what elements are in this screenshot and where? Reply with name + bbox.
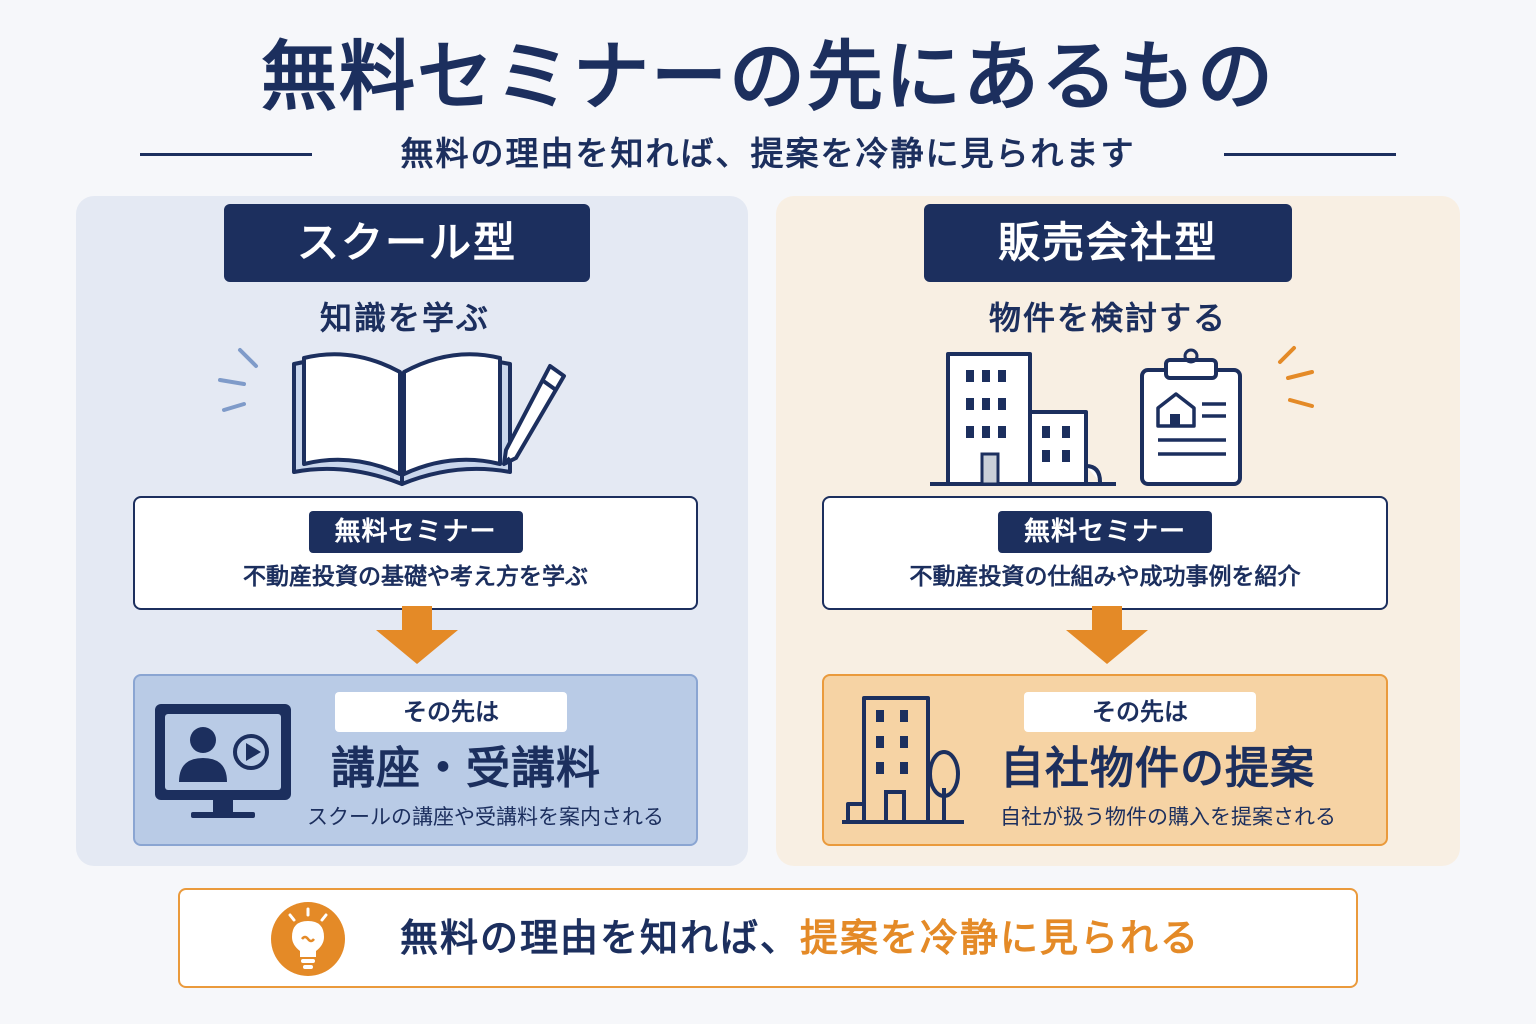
buildings-clipboard-icon bbox=[930, 346, 1314, 486]
sales-company-title: 販売会社型 bbox=[924, 204, 1292, 282]
sales-result-main: 自社物件の提案 bbox=[1000, 743, 1315, 794]
subtitle-divider-right bbox=[1224, 153, 1396, 156]
school-type-title: スクール型 bbox=[224, 204, 590, 282]
page-subtitle: 無料の理由を知れば、提案を冷静に見られます bbox=[400, 134, 1136, 173]
sales-company-panel: 販売会社型 物件を検討する bbox=[776, 196, 1460, 866]
down-arrow-icon bbox=[1066, 606, 1148, 664]
building-tree-icon bbox=[842, 696, 964, 824]
conclusion-banner: 無料の理由を知れば、提案を冷静に見られる bbox=[178, 888, 1358, 988]
school-seminar-description: 不動産投資の基礎や考え方を学ぶ bbox=[243, 564, 588, 590]
school-type-subtitle: 知識を学ぶ bbox=[319, 299, 490, 337]
school-seminar-box: 無料セミナー 不動産投資の基礎や考え方を学ぶ bbox=[133, 496, 698, 610]
sales-seminar-description: 不動産投資の仕組みや成功事例を紹介 bbox=[909, 564, 1301, 590]
sales-result-tag: その先は bbox=[1024, 692, 1256, 732]
down-arrow-icon bbox=[376, 606, 458, 664]
lightbulb-icon bbox=[271, 902, 345, 976]
sales-company-subtitle: 物件を検討する bbox=[988, 299, 1227, 337]
subtitle-row: 無料の理由を知れば、提案を冷静に見られます bbox=[0, 132, 1536, 176]
school-type-panel: スクール型 知識を学ぶ 無料セミナー 不動産投資の基礎や考え方を学ぶ bbox=[76, 196, 748, 866]
sales-seminar-box: 無料セミナー 不動産投資の仕組みや成功事例を紹介 bbox=[822, 496, 1388, 610]
school-seminar-tag: 無料セミナー bbox=[308, 511, 523, 553]
school-result-box: その先は 講座・受講料 スクールの講座や受講料を案内される bbox=[133, 674, 698, 846]
subtitle-divider-left bbox=[140, 153, 312, 156]
sales-result-description: 自社が扱う物件の購入を提案される bbox=[1000, 805, 1336, 829]
conclusion-text-accent: 提案を冷静に見られる bbox=[800, 916, 1201, 960]
conclusion-text-plain: 無料の理由を知れば、 bbox=[400, 916, 801, 960]
book-pencil-icon bbox=[218, 348, 566, 486]
sales-result-box: その先は 自社物件の提案 自社が扱う物件の購入を提案される bbox=[822, 674, 1388, 846]
page-title: 無料セミナーの先にあるもの bbox=[261, 32, 1275, 121]
sales-seminar-tag: 無料セミナー bbox=[997, 511, 1213, 553]
video-lecture-monitor-icon bbox=[155, 704, 291, 818]
school-result-description: スクールの講座や受講料を案内される bbox=[307, 805, 664, 829]
conclusion-text: 無料の理由を知れば、提案を冷静に見られる bbox=[400, 912, 1200, 964]
school-result-tag: その先は bbox=[335, 692, 567, 732]
school-result-main: 講座・受講料 bbox=[331, 743, 601, 794]
